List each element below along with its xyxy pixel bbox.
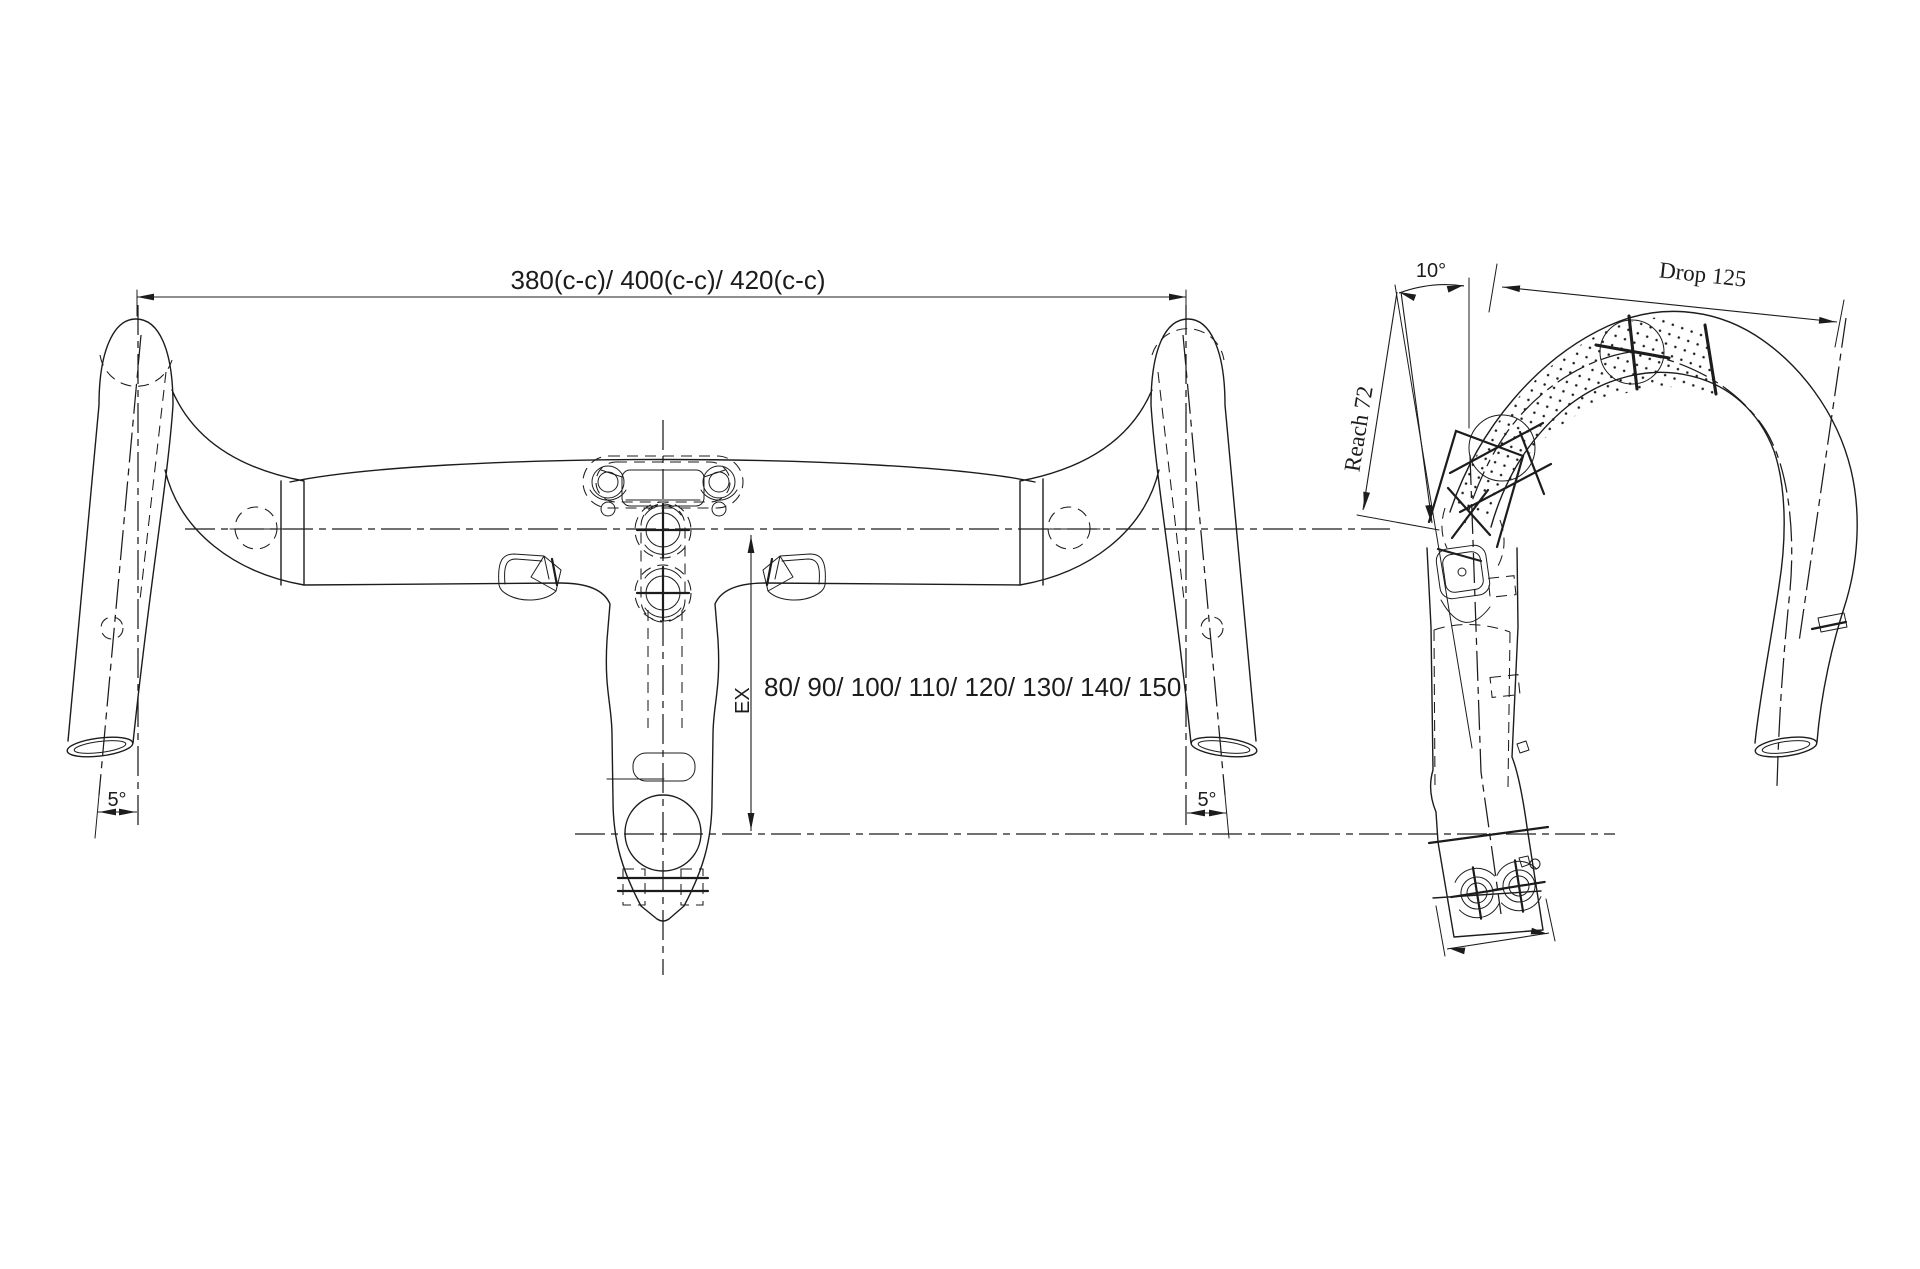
stem-port-lower xyxy=(1489,674,1521,698)
drop-dimension xyxy=(1488,263,1845,348)
drop-port-line xyxy=(1810,620,1848,631)
reach-dimension xyxy=(1356,291,1440,531)
cable-port-left xyxy=(229,506,285,550)
flare-right-dimension xyxy=(1187,809,1227,817)
extension-lengths-label: 80/ 90/ 100/ 110/ 120/ 130/ 140/ 150 xyxy=(764,672,1181,702)
stem-base-dimension xyxy=(1435,898,1556,957)
width-dimension xyxy=(136,289,1187,317)
cable-port-right xyxy=(1042,506,1101,550)
bar-end-right xyxy=(1190,736,1258,758)
reach-label: Reach 72 xyxy=(1340,384,1378,473)
centerline-tails xyxy=(94,794,1230,839)
flare-right-label: 5° xyxy=(1197,789,1216,811)
di2-port-right-icon xyxy=(1200,616,1224,640)
grip-texture xyxy=(1453,317,1714,524)
head-angle-dimension xyxy=(1394,277,1473,749)
stem-small-bolt xyxy=(1529,858,1541,870)
extension-prefix-label: EX xyxy=(732,687,754,714)
flare-left-label: 5° xyxy=(107,789,126,811)
centerlines-side xyxy=(1464,317,1847,915)
stem-hidden-lines xyxy=(1433,623,1511,789)
lever-clamp-left xyxy=(498,553,562,601)
clamp-bolt-left xyxy=(1450,866,1504,920)
lever-clamp-right xyxy=(762,553,826,601)
hidden-lines-front xyxy=(99,328,1225,728)
stem-side-outline xyxy=(1426,547,1544,938)
steerer-cross-line xyxy=(1427,825,1550,845)
head-angle-label: 10° xyxy=(1416,260,1446,282)
stem-clamp-side xyxy=(1427,414,1553,623)
width-label: 380(c-c)/ 400(c-c)/ 420(c-c) xyxy=(511,265,826,295)
centerlines-front xyxy=(98,305,1615,975)
front-view xyxy=(66,305,1615,975)
clamp-bolt-right xyxy=(1492,859,1546,913)
stem-port-upper xyxy=(1487,575,1517,598)
handlebar-front-outline xyxy=(67,318,1257,922)
side-view xyxy=(1426,310,1858,938)
steerer-clamp-front xyxy=(606,752,710,906)
flare-left-dimension xyxy=(98,808,137,816)
bar-end-side xyxy=(1754,736,1818,758)
dimensions xyxy=(98,263,1845,957)
drawing-ink: 380(c-c)/ 400(c-c)/ 420(c-c) EX 80/ 90/ … xyxy=(66,257,1858,975)
di2-port-left-icon xyxy=(100,616,124,640)
drop-label: Drop 125 xyxy=(1658,257,1748,291)
bar-end-left xyxy=(66,736,134,758)
extension-dimension xyxy=(747,535,755,831)
